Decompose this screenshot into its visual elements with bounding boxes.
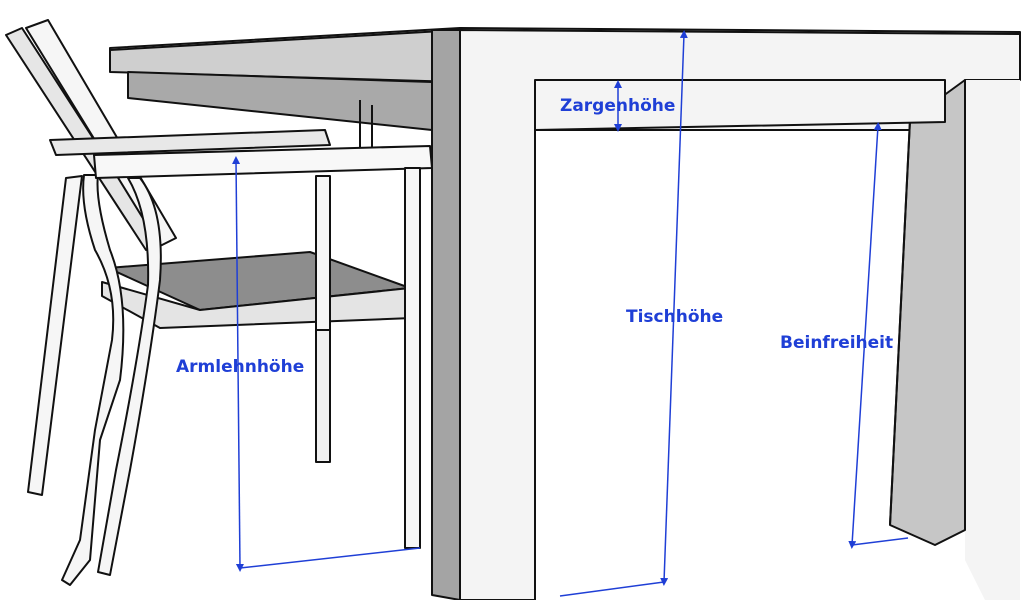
dimensions bbox=[232, 30, 909, 597]
label-apron-height: Zargenhöhe bbox=[560, 96, 676, 116]
chair-far-armrest bbox=[49, 129, 331, 156]
chair-front-curve bbox=[61, 174, 125, 586]
clearance-dim-line bbox=[848, 122, 882, 549]
label-armrest-height: Armlehnhöhe bbox=[176, 357, 305, 377]
chair bbox=[5, 19, 433, 586]
label-table-height: Tischhöhe bbox=[626, 307, 724, 327]
table bbox=[109, 27, 1021, 600]
table-height-base bbox=[559, 581, 665, 597]
chair-front-curve-2 bbox=[97, 177, 162, 576]
clearance-base bbox=[851, 537, 909, 546]
chair-mid-leg-2 bbox=[315, 329, 331, 463]
chair-rear-leg bbox=[27, 175, 83, 496]
chair-front-leg-right bbox=[404, 167, 421, 549]
leg-edge bbox=[889, 119, 911, 526]
front-right-leg-front bbox=[965, 80, 1020, 600]
armrest-dim-line bbox=[232, 156, 244, 572]
side-apron bbox=[127, 71, 433, 131]
label-leg-clearance: Beinfreiheit bbox=[780, 333, 894, 353]
front-left-leg bbox=[431, 29, 461, 600]
armrest-base bbox=[239, 547, 421, 569]
table-height-dim-line bbox=[660, 30, 688, 586]
chair-near-armrest bbox=[93, 145, 433, 179]
